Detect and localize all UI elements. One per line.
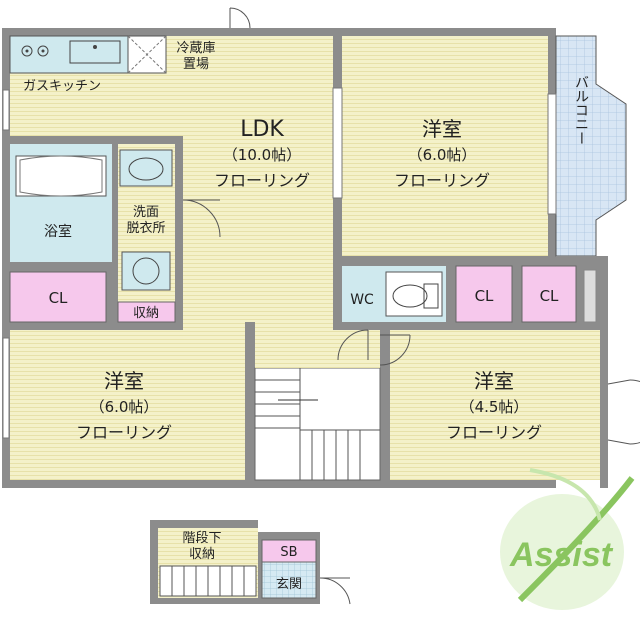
room-bottom-left-name: 洋室	[104, 369, 144, 393]
wash-basin	[119, 149, 173, 187]
stair-landing-floor	[255, 330, 380, 368]
label-line: 洗面	[133, 205, 159, 220]
label-line: 階段下	[182, 531, 221, 546]
label-line: 冷蔵庫	[176, 41, 215, 56]
kitchen-counter	[9, 35, 129, 74]
washroom-label: 洗面脱衣所	[126, 205, 165, 236]
fridge-space	[127, 35, 167, 74]
kitchen-label: ガスキッチン	[23, 79, 101, 94]
room-top-right-floor	[342, 36, 548, 256]
ldk-name: LDK	[240, 117, 284, 142]
balcony-label: バルコニー	[573, 75, 589, 145]
label-line: 脱衣所	[126, 220, 165, 236]
room-labels: LDK （10.0帖） フローリング 洋室 （6.0帖） フローリング 洋室 （…	[23, 79, 559, 592]
storage-label: 収納	[133, 306, 159, 321]
closet-right-label: CL	[540, 287, 559, 305]
room-bottom-right-floor	[390, 330, 600, 480]
closet-left	[9, 271, 107, 323]
entrance-label: 玄関	[276, 577, 302, 592]
multiline-labels: 冷蔵庫置場 洗面脱衣所 階段下収納	[126, 41, 221, 562]
logo-text: Assist	[509, 536, 614, 574]
entrance-annex	[150, 520, 351, 605]
stairs	[254, 367, 381, 481]
doors	[182, 7, 640, 445]
fridge-label: 冷蔵庫置場	[176, 41, 215, 72]
assist-logo: Assist	[500, 468, 635, 610]
ldk-size: （10.0帖）	[223, 146, 301, 164]
toilet	[385, 271, 443, 317]
label-line: 収納	[189, 547, 215, 562]
under-stairs-label: 階段下収納	[182, 531, 221, 562]
balcony	[555, 35, 627, 257]
closet-mid-label: CL	[475, 287, 494, 305]
room-bottom-right-size: （4.5帖）	[460, 398, 529, 416]
room-bottom-left-floor-label: フローリング	[76, 423, 172, 442]
windows	[2, 87, 343, 439]
room-top-right-name: 洋室	[422, 117, 462, 141]
room-top-right-size: （6.0帖）	[408, 146, 477, 164]
room-bottom-right-floor-label: フローリング	[446, 423, 542, 442]
bath-label: 浴室	[44, 223, 72, 240]
storage	[117, 301, 176, 323]
closet-left-label: CL	[49, 289, 68, 307]
wc-label: WC	[350, 292, 374, 308]
room-bottom-left-size: （6.0帖）	[90, 398, 159, 416]
bathtub	[15, 155, 107, 197]
label-line: 置場	[183, 57, 209, 72]
room-bottom-right-name: 洋室	[474, 369, 514, 393]
ldk-floor-lower	[183, 136, 333, 330]
ldk-floor-label: フローリング	[214, 171, 310, 190]
room-top-right-floor-label: フローリング	[394, 171, 490, 190]
room-bottom-left-floor	[10, 330, 245, 480]
shoe-box-label: SB	[280, 545, 297, 560]
